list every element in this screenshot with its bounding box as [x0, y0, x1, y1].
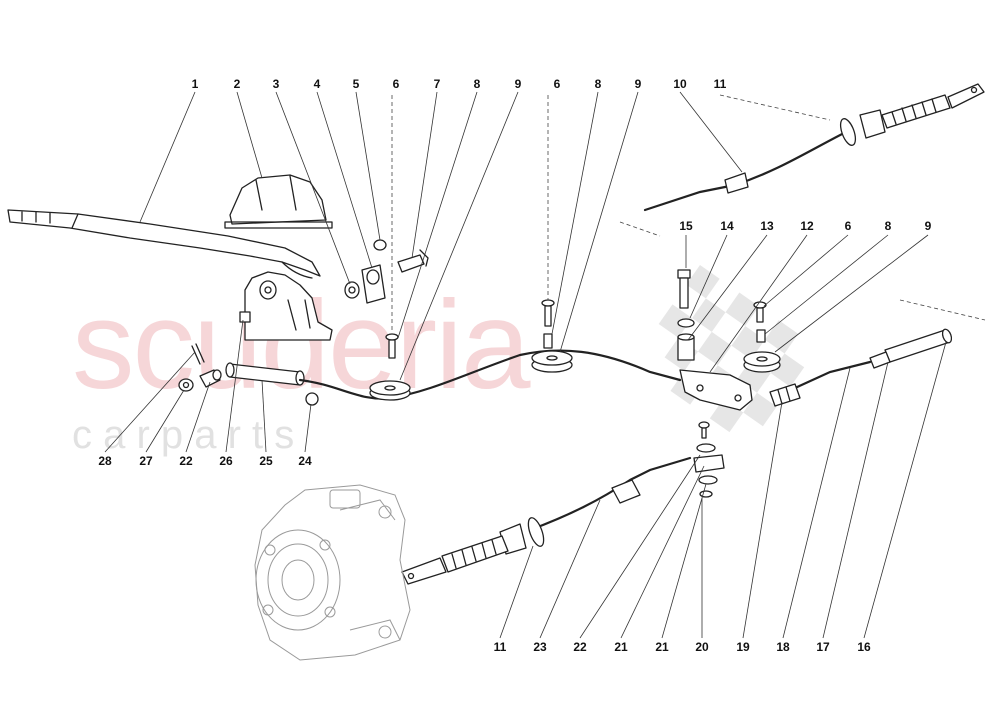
boot-19	[769, 383, 801, 407]
callout-27: 27	[139, 454, 153, 468]
callout-11a: 11	[714, 77, 727, 91]
clevis-21	[693, 443, 725, 473]
callout-11b: 11	[494, 640, 507, 654]
callout-8a: 8	[474, 77, 481, 91]
handbrake-lever	[7, 209, 321, 279]
callout-26: 26	[219, 454, 233, 468]
ratchet-pawl	[239, 311, 251, 323]
bolt-6c	[753, 301, 767, 323]
callout-14: 14	[720, 219, 734, 233]
callout-3: 3	[273, 77, 280, 91]
callout-12: 12	[800, 219, 814, 233]
callout-22a: 22	[179, 454, 193, 468]
mounting-bracket-12	[679, 369, 753, 411]
callout-19: 19	[736, 640, 750, 654]
leader-lines	[104, 91, 947, 639]
bolt-6a	[385, 333, 399, 359]
callout-23: 23	[533, 640, 547, 654]
nut-24	[305, 392, 319, 406]
callout-20: 20	[695, 640, 709, 654]
callout-25: 25	[259, 454, 273, 468]
callout-8b: 8	[595, 77, 602, 91]
cable-end-17	[869, 351, 891, 369]
spacer-8b	[543, 333, 553, 349]
spacer-8c	[756, 329, 766, 343]
rear-cable-lower	[401, 456, 692, 585]
sleeve-13	[677, 333, 695, 361]
callout-9b: 9	[635, 77, 642, 91]
callout-21a: 21	[614, 640, 628, 654]
callout-8c: 8	[885, 219, 892, 233]
axis-line-c	[619, 221, 661, 237]
callout-10: 10	[673, 77, 687, 91]
cable-adjuster	[225, 362, 305, 386]
callout-22b: 22	[573, 640, 587, 654]
clip-bracket-3	[344, 281, 360, 299]
main-cable	[298, 349, 682, 400]
bolt-15	[677, 269, 691, 309]
nut-5	[373, 239, 387, 251]
callout-2: 2	[234, 77, 241, 91]
cable-tube-16	[884, 328, 953, 363]
watermark-sub-text: c a r p a r t s	[72, 413, 294, 457]
callout-9c: 9	[925, 219, 932, 233]
wheel-hub-carrier	[254, 484, 411, 661]
washer-14	[677, 318, 695, 328]
checkered-flag-watermark	[658, 265, 805, 433]
clip-21	[698, 475, 718, 498]
callout-1: 1	[192, 77, 199, 91]
cotter-pin	[191, 343, 205, 365]
callout-15: 15	[679, 219, 693, 233]
callout-labels: 1 2 3 4 5 6 7 8 9 6 8 9 10 11 15 14 13 1…	[98, 77, 931, 654]
callout-13: 13	[760, 219, 774, 233]
callout-28: 28	[98, 454, 112, 468]
callout-9a: 9	[515, 77, 522, 91]
callout-7: 7	[434, 77, 441, 91]
pulley-9c	[743, 351, 781, 373]
callout-4: 4	[314, 77, 321, 91]
callout-6a: 6	[393, 77, 400, 91]
bushing-22	[199, 369, 222, 388]
pulley-9b	[531, 350, 573, 373]
callout-18: 18	[776, 640, 790, 654]
callout-21b: 21	[655, 640, 669, 654]
washer-27	[178, 378, 194, 392]
axis-line-e	[899, 299, 986, 321]
callout-6c: 6	[845, 219, 852, 233]
bolt-6b	[541, 299, 555, 327]
pin-20	[698, 421, 710, 439]
clamp-4	[361, 264, 386, 304]
pulley-9a	[369, 380, 411, 401]
callout-16: 16	[857, 640, 871, 654]
axis-line-d	[719, 94, 831, 121]
lever-pivot-bracket	[244, 271, 333, 341]
callout-17: 17	[816, 640, 830, 654]
cable-section-18	[793, 360, 872, 390]
bolt-7	[397, 249, 429, 273]
callout-5: 5	[353, 77, 360, 91]
rear-cable-upper	[643, 83, 985, 212]
callout-24: 24	[298, 454, 312, 468]
lever-boot-cover	[224, 174, 333, 229]
callout-6b: 6	[554, 77, 561, 91]
